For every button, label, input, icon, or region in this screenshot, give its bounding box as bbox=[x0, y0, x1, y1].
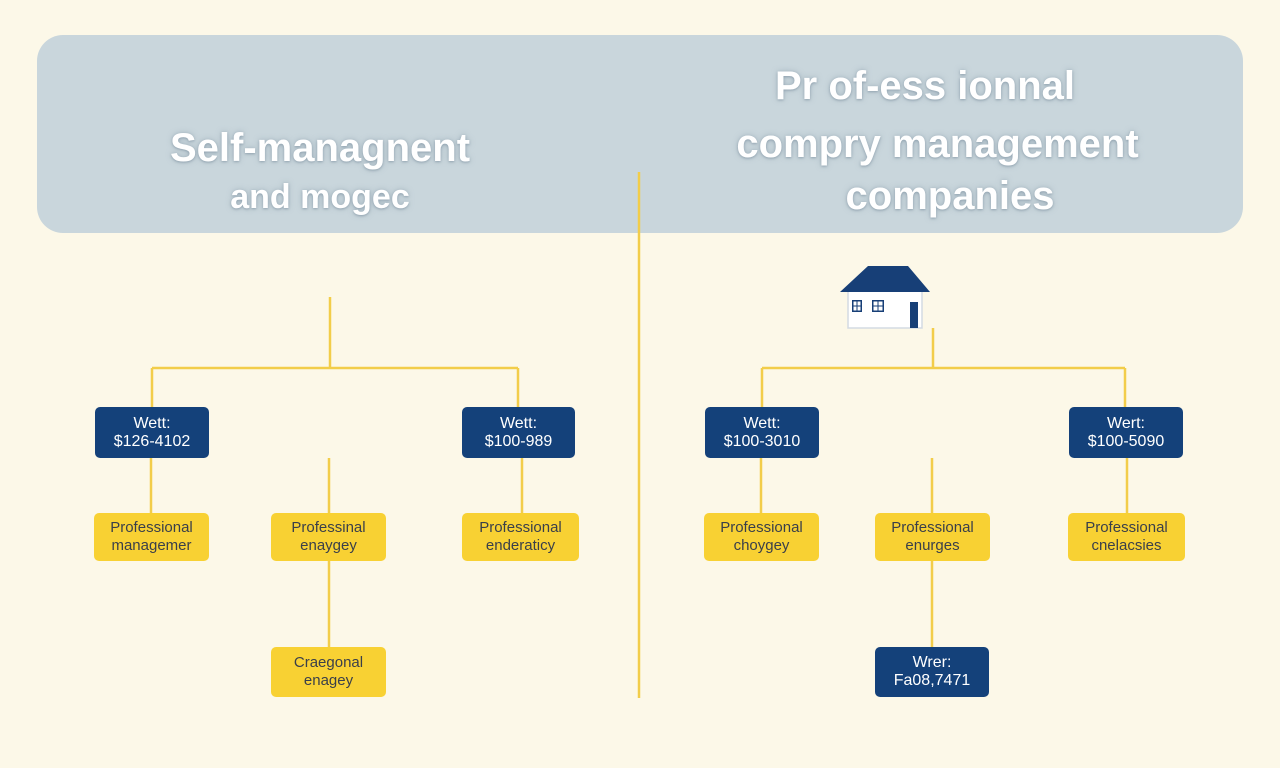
role-line1: Professional bbox=[1085, 519, 1168, 536]
wage-label: Wert: bbox=[1107, 414, 1145, 432]
role-box-left-4: Craegonal enagey bbox=[271, 647, 386, 697]
left-heading-line1: Self-managnent bbox=[169, 126, 471, 170]
role-line1: Craegonal bbox=[293, 654, 364, 671]
role-line2: choygey bbox=[733, 537, 790, 554]
role-line2: enagey bbox=[303, 672, 354, 689]
role-line1: Professinal bbox=[291, 519, 366, 536]
role-line2: enurges bbox=[905, 537, 960, 554]
wage-value: $100-989 bbox=[484, 432, 553, 450]
wage-label: Wrer: bbox=[912, 654, 952, 671]
wage-box-left-2: Wett: $100-989 bbox=[462, 407, 575, 458]
wage-label: Wett: bbox=[499, 414, 538, 432]
role-box-left-2: Professinal enaygey bbox=[271, 513, 386, 561]
wage-box-left-1: Wett: $126-4102 bbox=[95, 407, 209, 458]
wage-label: Wett: bbox=[743, 414, 781, 432]
role-box-right-2: Professional enurges bbox=[875, 513, 990, 561]
wage-label: Wett: bbox=[133, 414, 171, 432]
wage-value: $100-3010 bbox=[723, 432, 801, 450]
house-icon bbox=[840, 266, 930, 329]
role-line1: Professional bbox=[720, 519, 803, 536]
role-line2: enderaticy bbox=[485, 537, 556, 554]
role-box-left-3: Professional enderaticy bbox=[462, 513, 579, 561]
right-heading-line3: companies bbox=[845, 174, 1055, 218]
role-box-left-1: Professional managemer bbox=[94, 513, 209, 561]
left-heading-line2: and mogec bbox=[230, 178, 410, 216]
role-line1: Professional bbox=[110, 519, 193, 536]
role-box-right-3: Professional cnelacsies bbox=[1068, 513, 1185, 561]
wage-box-right-3: Wrer: Fa08,7471 bbox=[875, 647, 989, 697]
role-line2: managemer bbox=[111, 537, 192, 554]
role-line2: cnelacsies bbox=[1091, 537, 1162, 554]
role-box-right-1: Professional choygey bbox=[704, 513, 819, 561]
role-line2: enaygey bbox=[300, 537, 357, 554]
wage-box-right-2: Wert: $100-5090 bbox=[1069, 407, 1183, 458]
right-heading-line1: Pr of-ess ionnal bbox=[774, 64, 1076, 108]
right-heading-line2: compry management bbox=[736, 122, 1139, 166]
wage-box-right-1: Wett: $100-3010 bbox=[705, 407, 819, 458]
wage-value: $126-4102 bbox=[113, 432, 191, 450]
role-line1: Professional bbox=[479, 519, 562, 536]
role-line1: Professional bbox=[891, 519, 974, 536]
wage-value: Fa08,7471 bbox=[893, 672, 971, 689]
wage-value: $100-5090 bbox=[1087, 432, 1165, 450]
